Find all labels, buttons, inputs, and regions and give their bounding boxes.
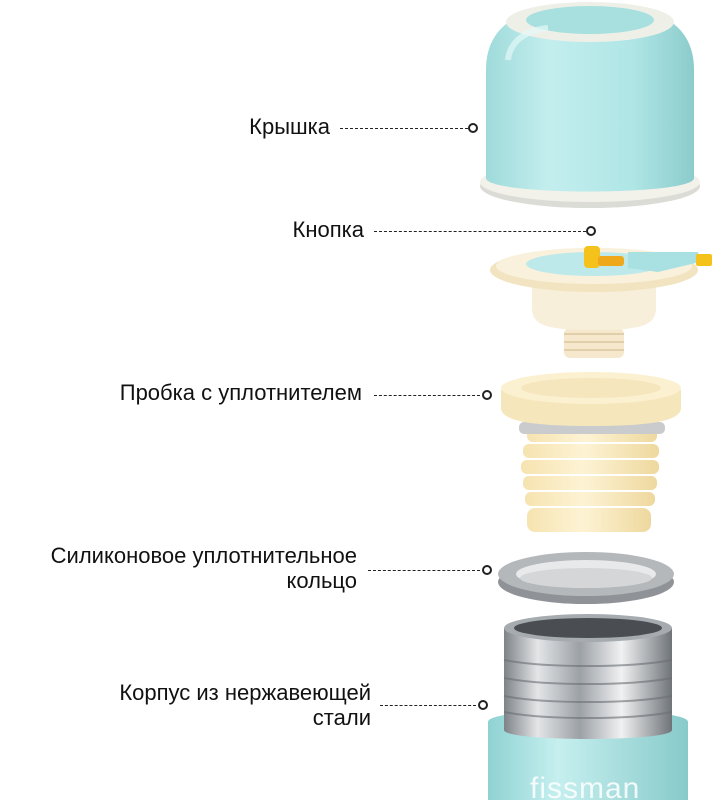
- leader-button: [374, 231, 586, 232]
- leader-dot-stopper: [482, 390, 492, 400]
- button-cap-illustration: [488, 236, 716, 364]
- label-ring: Силиконовое уплотнительное кольцо: [50, 543, 357, 593]
- leader-dot-button: [586, 226, 596, 236]
- steel-body-illustration: fissman: [486, 612, 690, 805]
- stopper-illustration: [497, 368, 685, 540]
- silicone-ring-illustration: [496, 548, 676, 608]
- label-lid: Крышка: [249, 114, 330, 139]
- lid-illustration: [478, 0, 702, 212]
- label-button: Кнопка: [292, 217, 364, 242]
- leader-lid: [340, 128, 468, 129]
- leader-dot-body: [478, 700, 488, 710]
- label-stopper: Пробка с уплотнителем: [119, 380, 362, 405]
- label-body: Корпус из нержавеющей стали: [119, 680, 371, 730]
- leader-stopper: [374, 395, 480, 396]
- leader-dot-ring: [482, 565, 492, 575]
- leader-ring: [368, 570, 480, 571]
- leader-body: [380, 705, 476, 706]
- leader-dot-lid: [468, 123, 478, 133]
- brand-logo: fissman: [530, 772, 641, 805]
